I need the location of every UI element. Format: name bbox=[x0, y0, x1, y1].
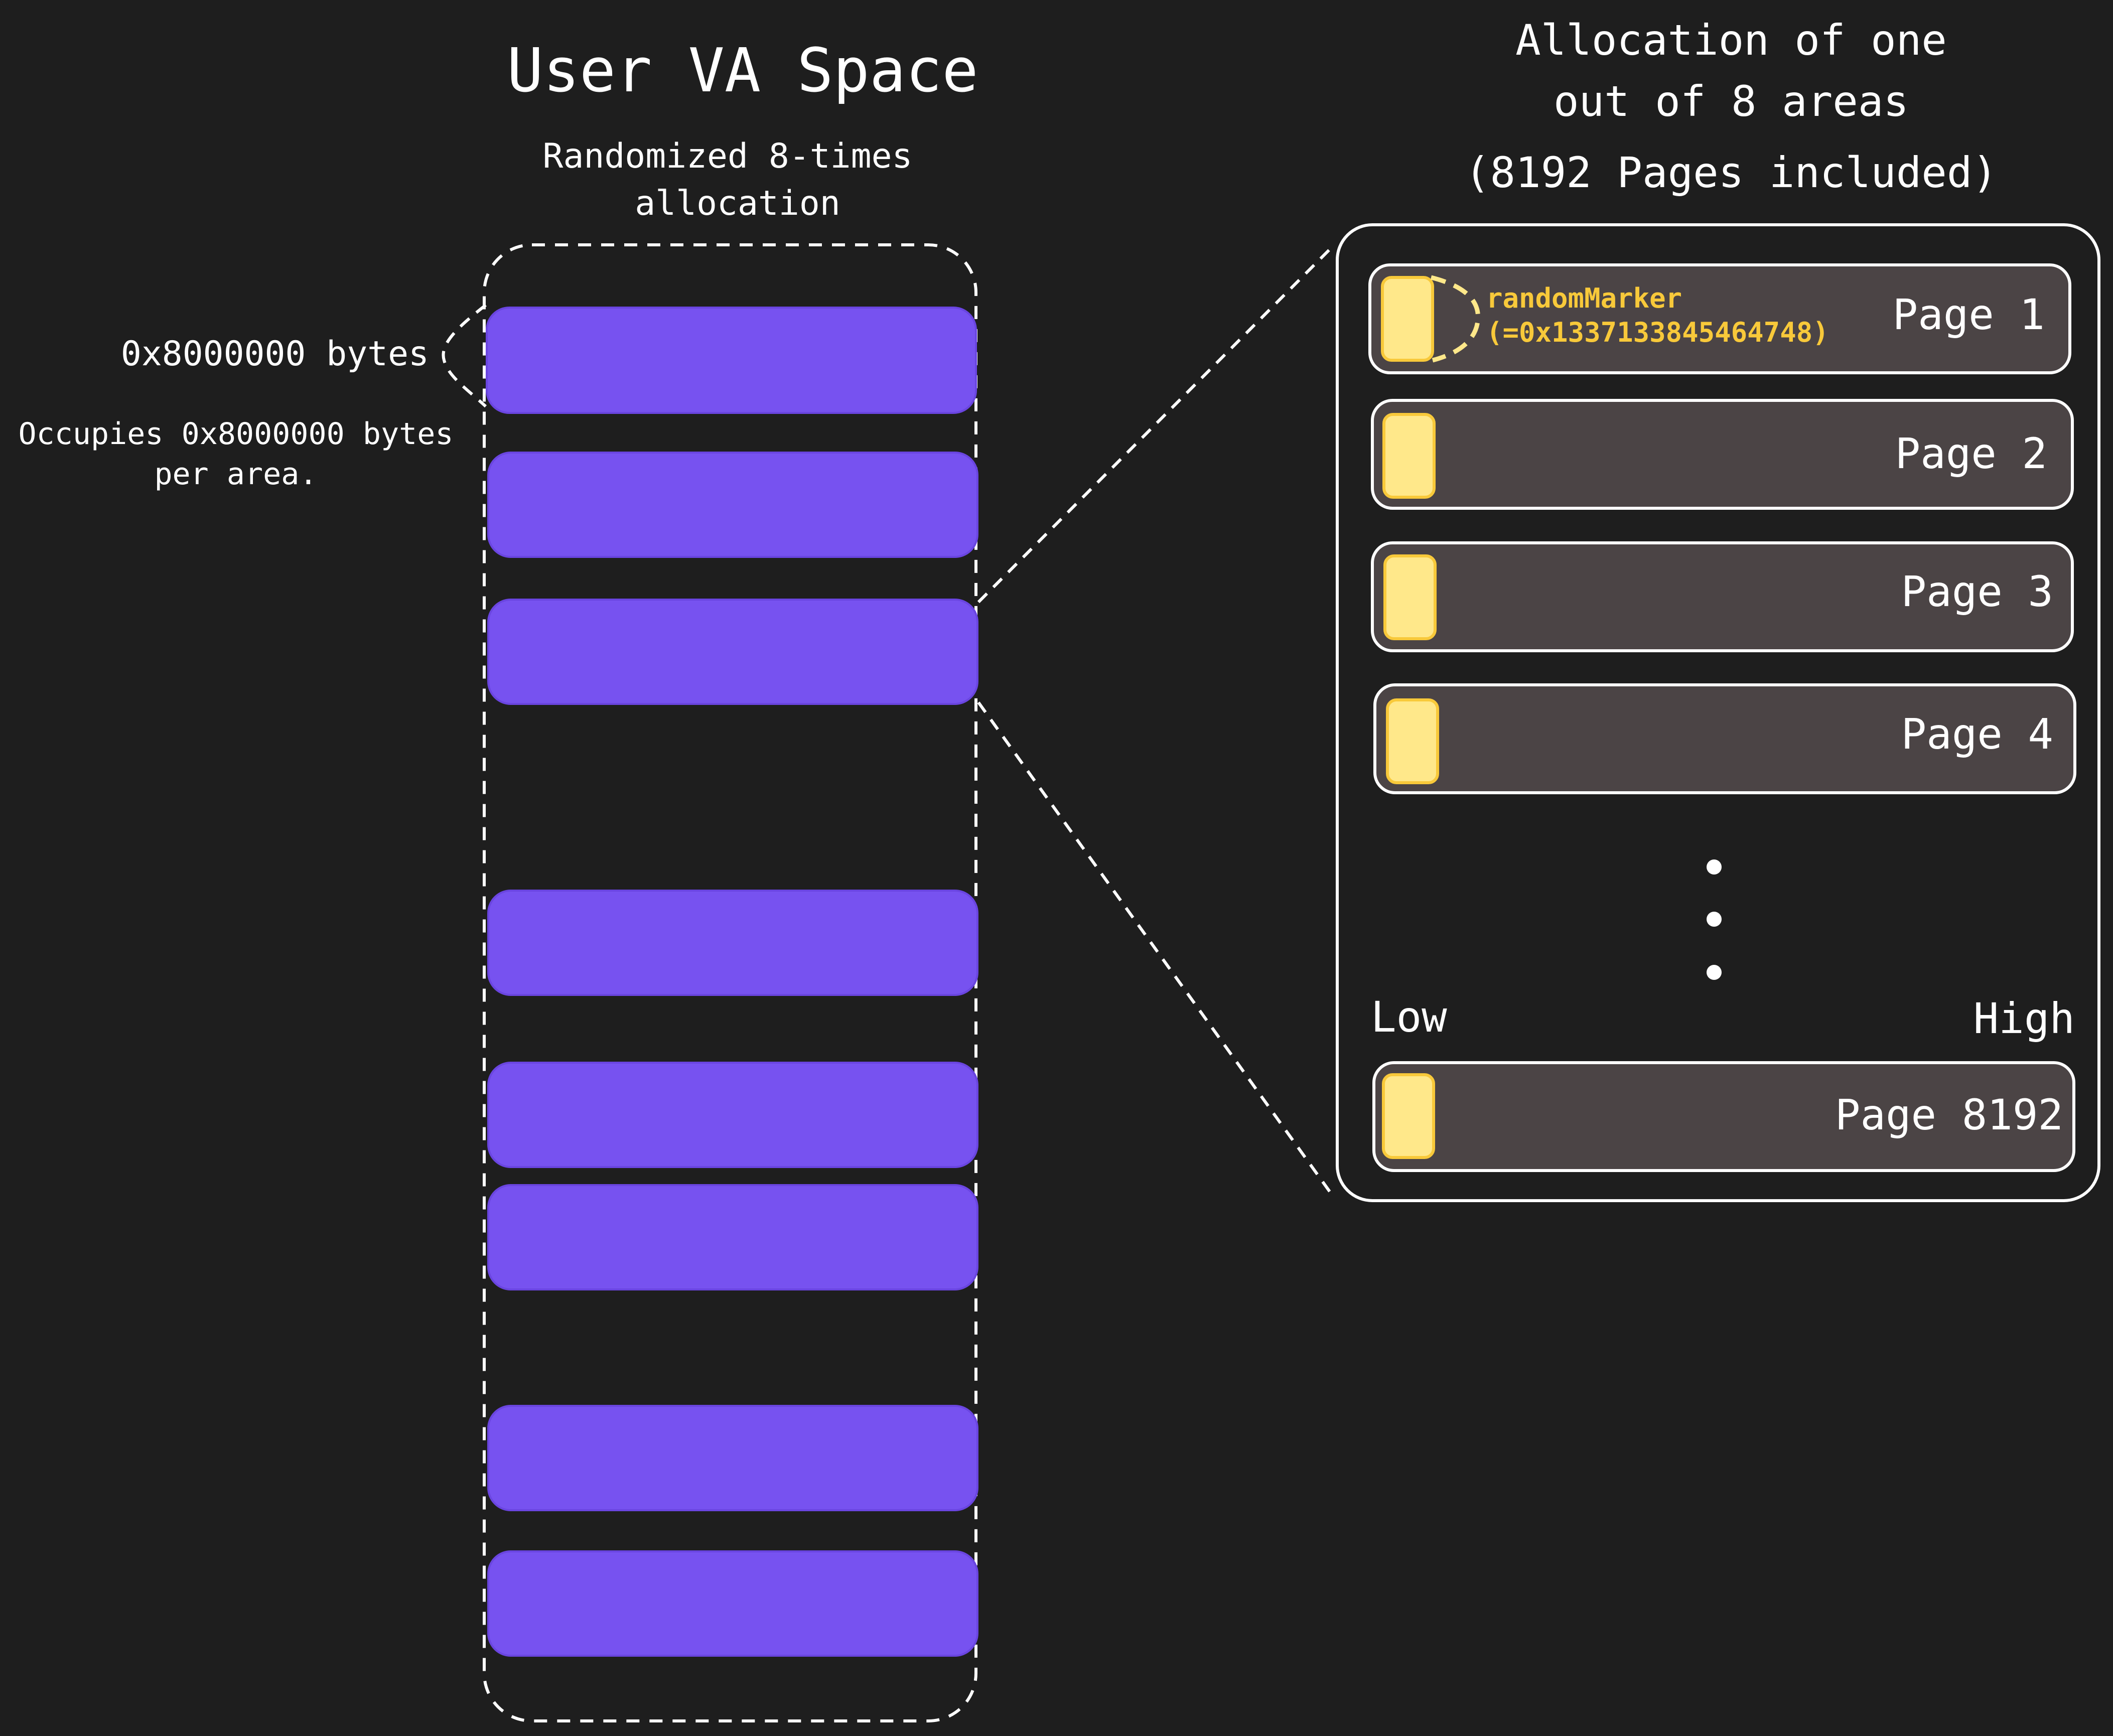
size-bracket bbox=[442, 304, 487, 408]
ellipsis-dot-2 bbox=[1707, 912, 1722, 927]
detail-title-line1: Allocation of one bbox=[1515, 16, 1947, 65]
detail-title-line3: (8192 Pages included) bbox=[1464, 148, 1998, 197]
page-row-4 bbox=[1373, 683, 2076, 794]
page-label-3: Page 3 bbox=[1901, 567, 2053, 616]
allocated-area-4 bbox=[487, 890, 978, 996]
page-label-1: Page 1 bbox=[1892, 290, 2045, 339]
marker-value: (=0x1337133845464748) bbox=[1486, 317, 1829, 348]
marker-callout-bracket bbox=[1430, 275, 1481, 363]
marker-name: randomMarker bbox=[1486, 282, 1682, 314]
allocated-area-6 bbox=[487, 1184, 978, 1290]
va-space-subtitle-line2: allocation bbox=[635, 184, 840, 223]
page-row-3 bbox=[1371, 541, 2074, 652]
allocated-area-5 bbox=[487, 1062, 978, 1168]
area-size-label: 0x8000000 bytes bbox=[120, 334, 429, 374]
area-detail-container bbox=[1336, 223, 2100, 1202]
zoom-line-bottom bbox=[977, 701, 1331, 1193]
area-note-line1: Occupies 0x8000000 bytes bbox=[18, 416, 454, 452]
page-label-8192: Page 8192 bbox=[1835, 1090, 2063, 1139]
area-note-line2: per area. bbox=[154, 457, 318, 492]
va-space-title: User VA Space bbox=[507, 36, 978, 106]
allocated-area-3 bbox=[487, 599, 978, 705]
page-row-8192 bbox=[1372, 1061, 2075, 1172]
marker-block-1 bbox=[1381, 276, 1434, 362]
page-row-1 bbox=[1368, 263, 2071, 374]
detail-title-line2: out of 8 areas bbox=[1553, 77, 1909, 126]
marker-block-4 bbox=[1386, 698, 1439, 784]
page-label-4: Page 4 bbox=[1901, 709, 2053, 759]
va-space-subtitle-line1: Randomized 8-times bbox=[542, 136, 913, 176]
page-row-2 bbox=[1371, 399, 2074, 510]
allocated-area-2 bbox=[487, 452, 978, 558]
ellipsis-dot-3 bbox=[1707, 965, 1722, 980]
marker-block-3 bbox=[1383, 554, 1437, 640]
ellipsis-dot-1 bbox=[1707, 859, 1722, 875]
marker-block-2 bbox=[1382, 413, 1436, 499]
marker-block-8192 bbox=[1382, 1073, 1435, 1159]
low-address-label: Low bbox=[1371, 992, 1447, 1042]
allocated-area-7 bbox=[487, 1405, 978, 1511]
allocated-area-1 bbox=[486, 307, 977, 414]
page-label-2: Page 2 bbox=[1895, 429, 2047, 478]
high-address-label: High bbox=[1973, 994, 2075, 1043]
allocated-area-8 bbox=[487, 1550, 978, 1657]
zoom-line-top bbox=[977, 245, 1334, 604]
